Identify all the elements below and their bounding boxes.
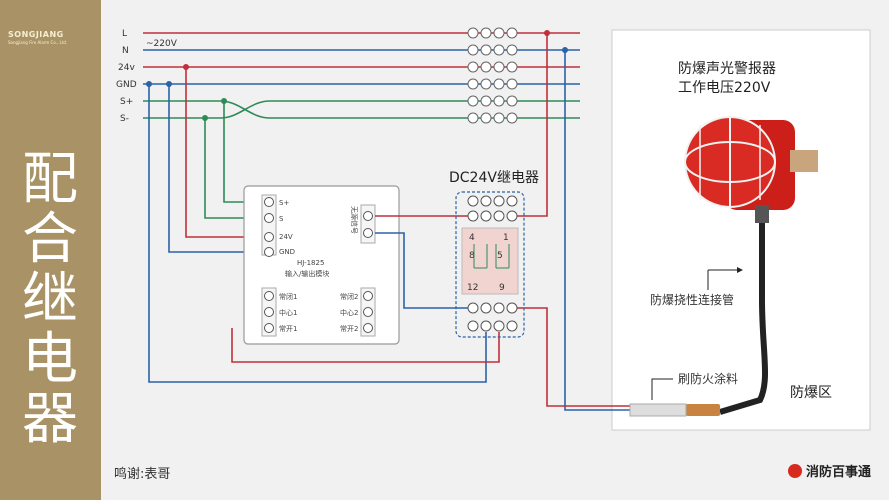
module-terminal-24v: 24V <box>279 233 293 241</box>
explosion-proof-alarm: 防爆声光警报器 工作电压220V 防爆挠性连接管 刷防火涂料 防爆区 <box>629 61 832 417</box>
module-no1: 常开1 <box>279 324 297 333</box>
logo-subtext: Songjiang Fire Alarm Co., Ltd. <box>8 40 68 45</box>
wire-relay-to-alarm <box>512 307 630 407</box>
zone-label: 防爆区 <box>790 385 832 401</box>
module-model: HJ-1825 <box>297 259 324 267</box>
title-char: 合 <box>22 207 78 272</box>
relay-pin-5: 5 <box>497 251 503 261</box>
wire-gnd-relay <box>148 84 487 383</box>
relay-pin-4: 4 <box>469 233 475 243</box>
bus-label-gnd: GND <box>116 80 137 90</box>
wire-gnd-drop <box>168 84 262 253</box>
module-name: 输入/输出模块 <box>285 269 329 278</box>
wire-module-relay-coil2 <box>375 232 473 309</box>
module-com2: 中心2 <box>340 308 358 317</box>
module-terminal-s-plus: S+ <box>279 199 289 207</box>
relay: DC24V继电器 4 1 8 5 12 9 <box>449 170 539 338</box>
brand-icon <box>787 463 802 478</box>
wire-l-to-relay <box>512 33 548 217</box>
io-module: S+ S 24V GND 无源信号 HJ-1825 输入/输出模块 常闭1 中心… <box>243 185 400 345</box>
company-logo: SONGJIANG Songjiang Fire Alarm Co., Ltd. <box>8 30 96 45</box>
module-terminal-s: S <box>279 215 284 223</box>
sidebar: SONGJIANG Songjiang Fire Alarm Co., Ltd.… <box>0 0 101 500</box>
paint-label: 刷防火涂料 <box>678 371 738 386</box>
terminal-block <box>467 27 518 124</box>
relay-pin-12: 12 <box>467 283 478 293</box>
alarm-title: 防爆声光警报器 <box>678 61 776 77</box>
bus-label-l: L <box>122 29 127 39</box>
wire-s-minus-drop <box>204 118 262 219</box>
page-title: 配 合 继 电 器 <box>18 150 82 450</box>
wire-no1-loop <box>231 328 500 363</box>
alarm-voltage: 工作电压220V <box>678 80 771 96</box>
title-char: 配 <box>22 147 78 212</box>
bus-label-s-plus: S+ <box>120 97 133 107</box>
brand-text: 消防百事通 <box>805 465 871 480</box>
relay-title: DC24V继电器 <box>449 170 539 186</box>
module-com1: 中心1 <box>279 308 297 317</box>
logo-text: SONGJIANG <box>8 30 64 39</box>
explosion-zone-panel <box>611 29 871 431</box>
wire-24v-drop <box>185 67 262 238</box>
module-nc1: 常闭1 <box>279 292 297 301</box>
brand-logo: 消防百事通 <box>787 461 871 480</box>
conduit-label: 防爆挠性连接管 <box>650 292 734 307</box>
relay-pin-1: 1 <box>503 233 509 243</box>
module-passive-signal: 无源信号 <box>350 206 359 234</box>
bus-label-n: N <box>122 46 129 56</box>
title-char: 继 <box>22 267 78 332</box>
credit-text: 鸣谢:表哥 <box>114 467 171 482</box>
module-nc2: 常闭2 <box>340 292 358 301</box>
relay-pin-8: 8 <box>469 251 475 261</box>
title-char: 器 <box>22 387 78 452</box>
module-terminal-gnd: GND <box>279 248 295 256</box>
voltage-label: ~220V <box>146 39 178 49</box>
title-char: 电 <box>22 327 78 392</box>
bus-label-s-minus: S- <box>120 114 129 124</box>
relay-pin-9: 9 <box>499 283 505 293</box>
bus-label-24v: 24v <box>118 63 135 73</box>
module-no2: 常开2 <box>340 324 358 333</box>
wire-n-to-alarm <box>564 50 630 411</box>
bus-line-s-minus <box>143 100 580 119</box>
